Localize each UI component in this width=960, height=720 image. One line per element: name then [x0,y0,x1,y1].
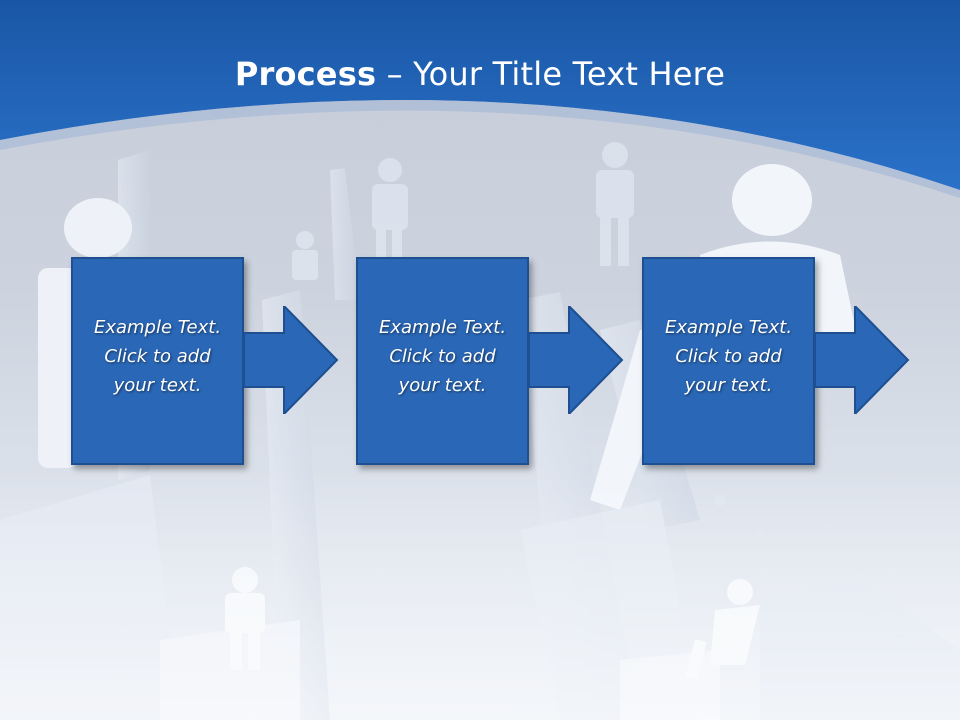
step-2-text[interactable]: Example Text. Click to add your text. [378,317,507,396]
process-step-3[interactable]: Example Text. Click to add your text. [642,257,815,465]
process-step-2[interactable]: Example Text. Click to add your text. [356,257,529,465]
title-bold: Process [234,55,377,93]
step-1-text[interactable]: Example Text. Click to add your text. [93,317,222,396]
process-step-1[interactable]: Example Text. Click to add your text. [71,257,244,465]
title-separator: – [376,55,414,93]
step-3-text[interactable]: Example Text. Click to add your text. [664,317,793,396]
arrow-right-icon [529,306,624,414]
arrow-right-icon [815,306,910,414]
page-title[interactable]: Process – Your Title Text Here [0,52,960,96]
arrow-right-icon [244,306,339,414]
title-rest: Your Title Text Here [413,55,726,93]
